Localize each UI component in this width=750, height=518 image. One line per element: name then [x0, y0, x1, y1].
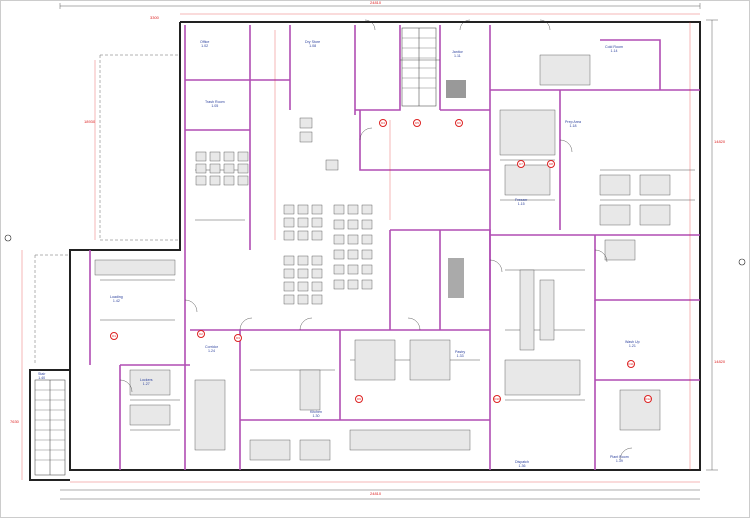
door-tag[interactable]: D11 — [627, 360, 635, 368]
room-number: 1.42 — [112, 299, 120, 303]
overall-width-dimension: 24810 — [370, 0, 382, 5]
room-name: Pastry — [455, 350, 466, 354]
room-name: Stair — [38, 372, 46, 376]
room-number: 1.36 — [518, 464, 526, 468]
room-name: Wash Up — [625, 340, 640, 344]
room-number: 1.27 — [142, 382, 150, 386]
room-number: 1.05 — [211, 104, 219, 108]
room-name: Lockers — [140, 378, 153, 382]
room-name: Kitchen — [310, 410, 322, 414]
room-number: 1.30 — [312, 414, 320, 418]
room-number: 1.18 — [569, 124, 577, 128]
room-number: 1.02 — [201, 44, 209, 48]
room-name: Plant Room — [610, 455, 629, 459]
room-name: Cold Room — [605, 45, 623, 49]
room-number: 1.08 — [309, 44, 317, 48]
right-height-dimension: 14820 — [714, 359, 726, 364]
door-tag[interactable]: D1 — [110, 332, 118, 340]
door-tag[interactable]: D6 — [455, 119, 463, 127]
room-name: Janitor — [452, 50, 463, 54]
room-number: 1.39 — [615, 459, 623, 463]
door-tag[interactable]: D2 — [197, 330, 205, 338]
overall-height-dimension: 14820 — [714, 139, 726, 144]
bottom-width-dimension: 24810 — [370, 491, 382, 496]
room-number: 1.21 — [628, 344, 636, 348]
room-name: Trash Room — [205, 100, 225, 104]
door-tag[interactable]: D5 — [413, 119, 421, 127]
door-tag[interactable]: D4 — [379, 119, 387, 127]
room-name: Dry Store — [305, 40, 321, 44]
room-number: 1.24 — [207, 349, 215, 353]
top-left-dimension: 3300 — [150, 15, 159, 20]
room-number: 1.11 — [454, 54, 461, 58]
room-name: Corridor — [205, 345, 218, 349]
room-name: Freezer — [515, 198, 528, 202]
door-tag[interactable]: D9 — [355, 395, 363, 403]
room-number: 1.15 — [517, 202, 525, 206]
room-number: 1.14 — [610, 49, 618, 53]
door-tag[interactable]: D10 — [493, 395, 501, 403]
room-name: Dispatch — [515, 460, 529, 464]
room-name: Prep Area — [565, 120, 581, 124]
door-tag[interactable]: D7 — [517, 160, 525, 168]
door-tag[interactable]: D3 — [234, 334, 242, 342]
left-dimension: 18930 — [84, 119, 96, 124]
door-tag[interactable]: D12 — [644, 395, 652, 403]
room-name: Office — [200, 40, 210, 44]
bottom-left-dimension: 7630 — [10, 419, 19, 424]
room-name: Loading — [110, 295, 123, 299]
room-number: 1.33 — [456, 354, 464, 358]
door-tag[interactable]: D8 — [547, 160, 555, 168]
room-number: 1.40 — [38, 376, 46, 380]
